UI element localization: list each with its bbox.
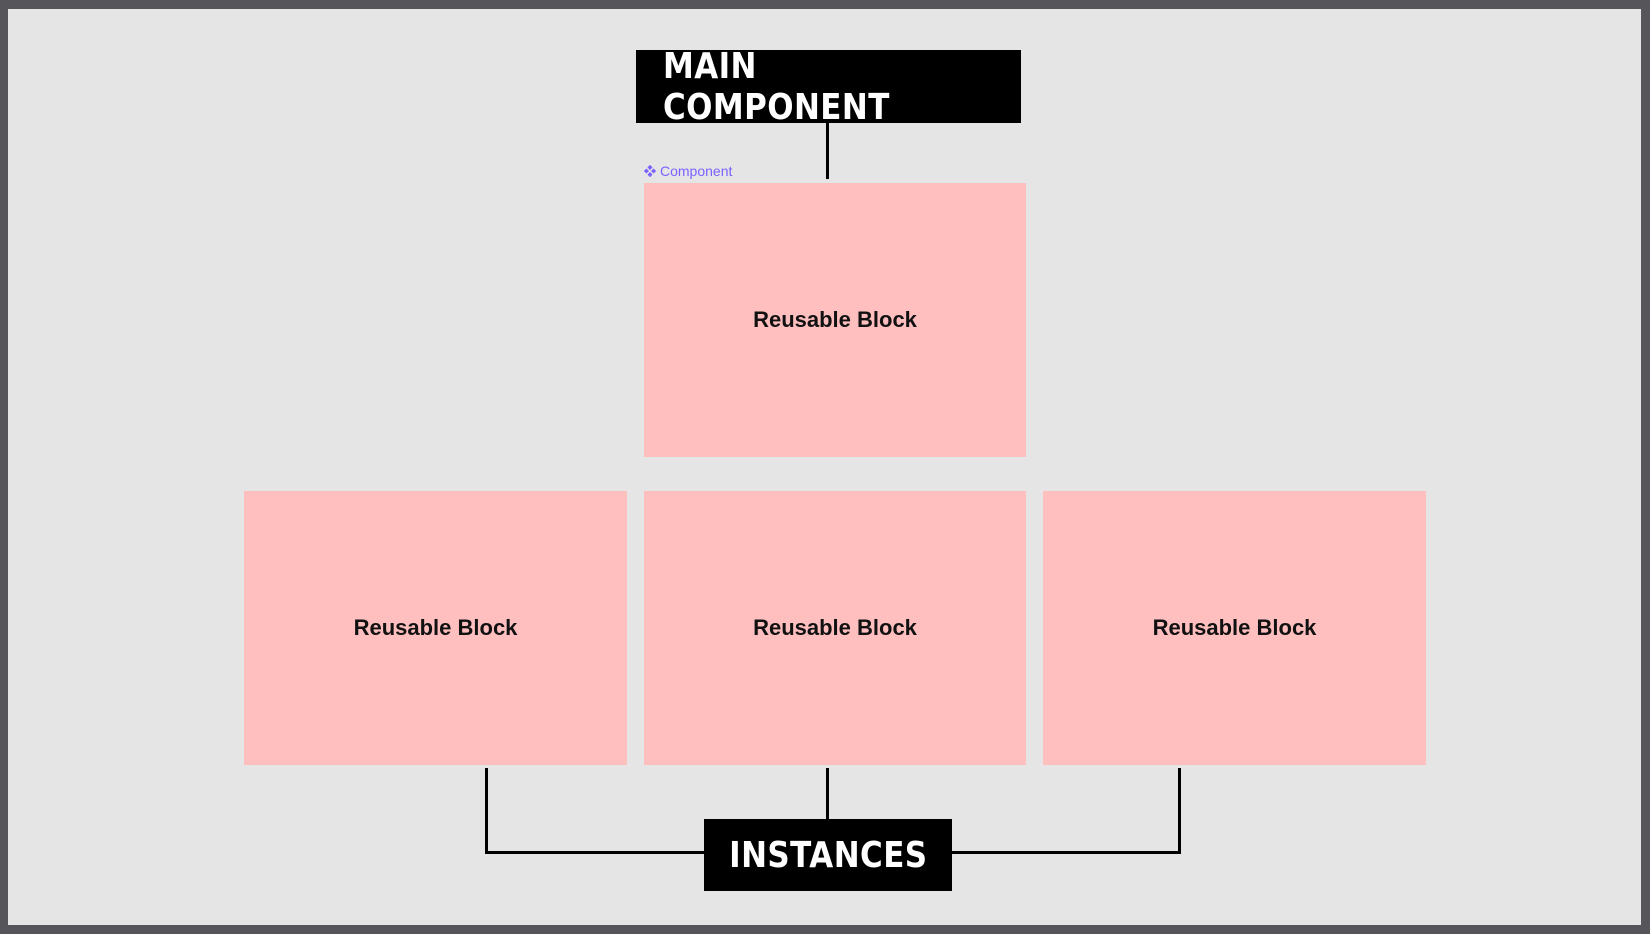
instance-block-label: Reusable Block — [753, 615, 917, 640]
instance-connector-right-vertical — [1178, 768, 1181, 854]
main-component-label: MAIN COMPONENT — [636, 46, 1021, 128]
component-tag[interactable]: Component — [644, 163, 732, 179]
instances-label-text: INSTANCES — [728, 834, 928, 876]
instance-connector-right-horizontal — [950, 851, 1181, 854]
instances-label: INSTANCES — [704, 819, 952, 891]
main-component-block[interactable]: Reusable Block — [644, 183, 1026, 457]
instance-block-label: Reusable Block — [1152, 615, 1317, 640]
instance-block-3[interactable]: Reusable Block — [1043, 491, 1426, 765]
instance-connector-left-vertical — [485, 768, 488, 854]
instance-connector-center-vertical — [826, 768, 829, 820]
component-tag-label: Component — [660, 163, 733, 179]
main-component-label-text: MAIN COMPONENT — [662, 45, 890, 128]
instance-block-label: Reusable Block — [353, 615, 518, 640]
instance-connector-left-horizontal — [485, 851, 705, 854]
main-block-label: Reusable Block — [753, 307, 917, 332]
instance-block-1[interactable]: Reusable Block — [244, 491, 627, 765]
instance-block-2[interactable]: Reusable Block — [644, 491, 1026, 765]
canvas — [8, 9, 1641, 925]
component-diamond-icon — [644, 165, 656, 177]
main-connector-line — [826, 123, 829, 179]
